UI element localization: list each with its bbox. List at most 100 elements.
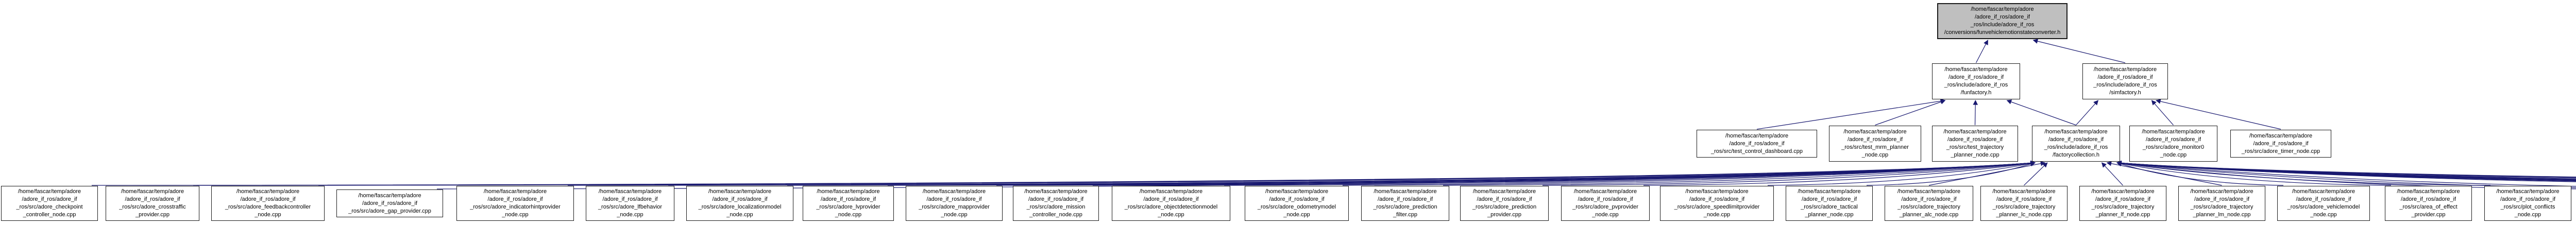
include-edge bbox=[2151, 100, 2174, 126]
graph-node-adore_trajectory_planner_lf_node_cpp[interactable]: /home/fascar/temp/adore/adore_if_ros/ado… bbox=[2079, 186, 2166, 221]
graph-node-label-line: _provider.cpp bbox=[2411, 212, 2446, 218]
include-edge bbox=[1542, 161, 2036, 186]
graph-node-adore_prediction_filter_cpp[interactable]: /home/fascar/temp/adore/adore_if_ros/ado… bbox=[1361, 186, 1449, 221]
include-edge bbox=[1875, 99, 1946, 126]
graph-node-adore_vehiclemodel_node_cpp[interactable]: /home/fascar/temp/adore/adore_if_ros/ado… bbox=[2277, 186, 2370, 221]
graph-node-adore_odometrymodel_node_cpp[interactable]: /home/fascar/temp/adore/adore_if_ros/ado… bbox=[1245, 186, 1349, 221]
graph-node-label-line: /home/fascar/temp/adore bbox=[2249, 132, 2313, 139]
include-edge bbox=[2116, 162, 2284, 186]
graph-node-label-line: /home/fascar/temp/adore bbox=[121, 188, 184, 195]
graph-node-label-line: _ros/src/adore_timer_node.cpp bbox=[2241, 148, 2320, 154]
graph-node-label-line: _controller_node.cpp bbox=[23, 212, 76, 218]
graph-node-adore_trajectory_planner_alc_node_cpp[interactable]: /home/fascar/temp/adore/adore_if_ros/ado… bbox=[1885, 186, 1973, 221]
graph-node-area_of_effect_provider_cpp[interactable]: /home/fascar/temp/adore/adore_if_ros/ado… bbox=[2385, 186, 2472, 221]
graph-node-label-line: _ros/src/adore_feedbackcontroller bbox=[225, 204, 311, 210]
graph-node-adore_crosstraffic_provider_cpp[interactable]: /home/fascar/temp/adore/adore_if_ros/ado… bbox=[106, 186, 199, 221]
graph-node-label-line: /home/fascar/temp/adore bbox=[1798, 188, 1861, 195]
graph-node-funvehiclemotionstateconverter_h: /home/fascar/temp/adore/adore_if_ros/ado… bbox=[1937, 3, 2067, 39]
graph-node-simfactory_h[interactable]: /home/fascar/temp/adore/adore_if_ros/ado… bbox=[2082, 63, 2168, 99]
graph-node-label-line: _node.cpp bbox=[502, 212, 529, 218]
graph-node-test_trajectory_planner_node_cpp[interactable]: /home/fascar/temp/adore/adore_if_ros/ado… bbox=[1932, 126, 2018, 162]
graph-node-label-line: _provider.cpp bbox=[1487, 212, 1522, 218]
graph-node-label-line: _planner_lf_node.cpp bbox=[2095, 212, 2150, 218]
graph-node-label-line: /adore_if_ros/adore_if bbox=[125, 196, 180, 202]
graph-node-label-line: _ros/include/adore_if_ros bbox=[1944, 82, 2008, 88]
graph-node-label-line: /home/fascar/temp/adore bbox=[2093, 66, 2157, 73]
graph-node-label-line: _ros/src/adore_trajectory bbox=[1897, 204, 1960, 210]
graph-node-label-line: /adore_if_ros/adore_if bbox=[2095, 196, 2150, 202]
graph-node-label-line: _node.cpp bbox=[1592, 212, 1619, 218]
graph-node-adore_monitor0_node_cpp[interactable]: /home/fascar/temp/adore/adore_if_ros/ado… bbox=[2129, 126, 2217, 162]
graph-node-label-line: _ros/src/test_mrm_planner bbox=[1841, 144, 1909, 150]
graph-node-label-line: /adore_if_ros/adore_if bbox=[1729, 140, 1785, 147]
graph-node-adore_feedbackcontroller_node_cpp[interactable]: /home/fascar/temp/adore/adore_if_ros/ado… bbox=[211, 186, 325, 221]
graph-node-label-line: /adore_if_ros/adore_if bbox=[820, 196, 876, 202]
graph-node-label-line: /home/fascar/temp/adore bbox=[1472, 188, 1536, 195]
include-edge bbox=[2106, 161, 2222, 186]
graph-node-adore_trajectory_planner_lc_node_cpp[interactable]: /home/fascar/temp/adore/adore_if_ros/ado… bbox=[1980, 186, 2067, 221]
graph-node-label-line: _ros/src/area_of_effect bbox=[2399, 204, 2458, 210]
graph-node-test_control_dashboard_cpp[interactable]: /home/fascar/temp/adore/adore_if_ros/ado… bbox=[1697, 130, 1817, 158]
graph-node-adore_prediction_provider_cpp[interactable]: /home/fascar/temp/adore/adore_if_ros/ado… bbox=[1460, 186, 1549, 221]
graph-node-adore_lfbehavior_node_cpp[interactable]: /home/fascar/temp/adore/adore_if_ros/ado… bbox=[586, 186, 674, 221]
graph-node-label-line: /home/fascar/temp/adore bbox=[1725, 132, 1789, 139]
graph-node-label-line: _ros/src/adore_prediction bbox=[1373, 204, 1437, 210]
graph-node-label-line: _node.cpp bbox=[617, 212, 643, 218]
graph-node-label-line: _planner_lc_node.cpp bbox=[1996, 212, 2052, 218]
graph-node-label-line: _node.cpp bbox=[255, 212, 281, 218]
graph-node-label-line: /home/fascar/temp/adore bbox=[1265, 188, 1329, 195]
graph-node-adore_objectdetectionmodel_node_cpp[interactable]: /home/fascar/temp/adore/adore_if_ros/ado… bbox=[1112, 186, 1230, 221]
graph-node-plot_conflicts_node_cpp[interactable]: /home/fascar/temp/adore/adore_if_ros/ado… bbox=[2484, 186, 2571, 221]
graph-node-label-line: _controller_node.cpp bbox=[1029, 212, 1082, 218]
graph-node-adore_mission_controller_node_cpp[interactable]: /home/fascar/temp/adore/adore_if_ros/ado… bbox=[1013, 186, 1099, 221]
graph-node-label-line: _node.cpp bbox=[941, 212, 968, 218]
graph-node-label-line: /home/fascar/temp/adore bbox=[2142, 129, 2205, 135]
graph-node-label-line: /home/fascar/temp/adore bbox=[1843, 129, 1907, 135]
graph-node-adore_indicatorhintprovider_node_cpp[interactable]: /home/fascar/temp/adore/adore_if_ros/ado… bbox=[456, 186, 574, 221]
graph-node-label-line: _ros/src/adore_odometrymodel bbox=[1257, 204, 1336, 210]
graph-node-label-line: _ros/src/adore_mapprovider bbox=[919, 204, 990, 210]
graph-node-label-line: _ros/src/adore_tactical bbox=[1801, 204, 1858, 210]
graph-node-label-line: /adore_if_ros/adore_if bbox=[1578, 196, 1633, 202]
graph-node-label-line: /home/fascar/temp/adore bbox=[2091, 188, 2155, 195]
graph-node-funfactory_h[interactable]: /home/fascar/temp/adore/adore_if_ros/ado… bbox=[1932, 63, 2020, 99]
include-edge bbox=[1975, 40, 1988, 63]
include-edge bbox=[1342, 160, 2036, 186]
graph-node-adore_lvprovider_node_cpp[interactable]: /home/fascar/temp/adore/adore_if_ros/ado… bbox=[803, 186, 894, 221]
graph-node-label-line: /home/fascar/temp/adore bbox=[358, 192, 421, 199]
graph-node-label-line: _ros/include/adore_if_ros bbox=[2044, 144, 2108, 150]
graph-node-label-line: /home/fascar/temp/adore bbox=[1944, 66, 2008, 73]
graph-node-label-line: _ros/src/adore_trajectory bbox=[1992, 204, 2056, 210]
graph-node-test_mrm_planner_node_cpp[interactable]: /home/fascar/temp/adore/adore_if_ros/ado… bbox=[1829, 126, 1921, 162]
graph-node-label-line: /home/fascar/temp/adore bbox=[1992, 188, 2056, 195]
graph-node-adore_pvprovider_node_cpp[interactable]: /home/fascar/temp/adore/adore_if_ros/ado… bbox=[1561, 186, 1650, 221]
graph-node-adore_localizationmodel_node_cpp[interactable]: /home/fascar/temp/adore/adore_if_ros/ado… bbox=[686, 186, 793, 221]
include-edge bbox=[2024, 162, 2048, 186]
graph-node-label-line: _node.cpp bbox=[835, 212, 862, 218]
graph-node-adore_mapprovider_node_cpp[interactable]: /home/fascar/temp/adore/adore_if_ros/ado… bbox=[906, 186, 1003, 221]
graph-node-label-line: _planner_lm_node.cpp bbox=[2193, 212, 2251, 218]
graph-node-adore_speedlimitprovider_node_cpp[interactable]: /home/fascar/temp/adore/adore_if_ros/ado… bbox=[1660, 186, 1774, 221]
graph-node-factorycollection_h[interactable]: /home/fascar/temp/adore/adore_if_ros/ado… bbox=[2032, 126, 2120, 162]
graph-node-adore_trajectory_planner_lm_node_cpp[interactable]: /home/fascar/temp/adore/adore_if_ros/ado… bbox=[2178, 186, 2265, 221]
include-edge bbox=[2032, 39, 2126, 63]
graph-node-adore_tactical_planner_node_cpp[interactable]: /home/fascar/temp/adore/adore_if_ros/ado… bbox=[1786, 186, 1873, 221]
graph-node-label-line: /adore_if_ros/adore_if bbox=[2097, 74, 2153, 80]
include-edge bbox=[2116, 161, 2576, 187]
graph-node-adore_timer_node_cpp[interactable]: /home/fascar/temp/adore/adore_if_ros/ado… bbox=[2230, 130, 2331, 158]
graph-node-label-line: /home/fascar/temp/adore bbox=[1573, 188, 1637, 195]
graph-node-label-line: _ros/src/adore_mission bbox=[1026, 204, 1086, 210]
graph-node-label-line: _ros/src/adore_prediction bbox=[1472, 204, 1537, 210]
graph-node-adore_gap_provider_cpp[interactable]: /home/fascar/temp/adore/adore_if_ros/ado… bbox=[336, 189, 443, 217]
graph-node-label-line: /adore_if_ros/adore_if bbox=[1689, 196, 1744, 202]
graph-node-label-line: /adore_if_ros/adore_if bbox=[22, 196, 77, 202]
graph-node-label-line: _node.cpp bbox=[1158, 212, 1184, 218]
graph-node-label-line: _planner_alc_node.cpp bbox=[1899, 212, 1959, 218]
graph-node-label-line: _ros/src/adore_speedlimitprovider bbox=[1674, 204, 1760, 210]
graph-node-label-line: _node.cpp bbox=[1703, 212, 1731, 218]
graph-node-adore_checkpoint_controller_node_cpp[interactable]: /home/fascar/temp/adore/adore_if_ros/ado… bbox=[1, 186, 98, 221]
include-edge bbox=[2101, 162, 2123, 186]
graph-node-label-line: /home/fascar/temp/adore bbox=[2397, 188, 2460, 195]
graph-node-label-line: _ros/src/adore_lvprovider bbox=[816, 204, 880, 210]
